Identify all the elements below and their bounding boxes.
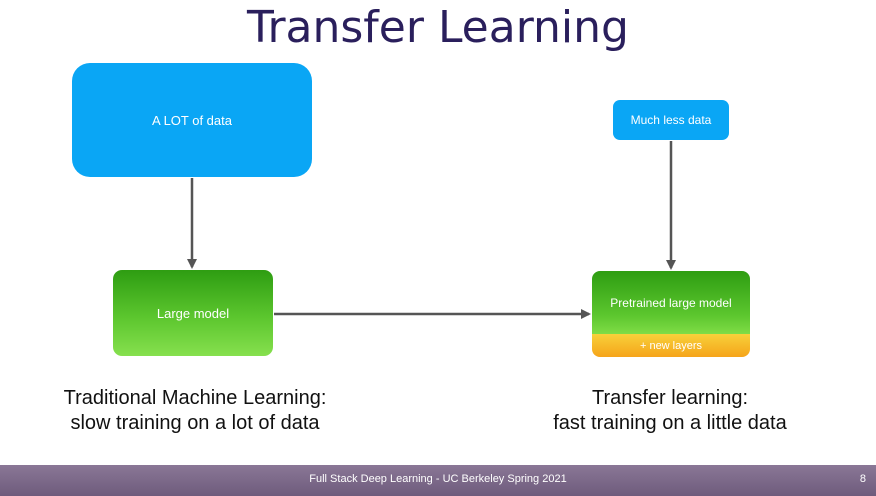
transfer-learning-caption-line1: Transfer learning: (592, 387, 748, 409)
traditional-ml-caption: Traditional Machine Learning: slow train… (20, 386, 370, 436)
lot-of-data-label: A LOT of data (152, 112, 232, 128)
large-model-box: Large model (113, 270, 273, 356)
large-model-label: Large model (156, 305, 230, 321)
page-number: 8 (859, 473, 866, 485)
slide-footer: Full Stack Deep Learning - UC Berkeley S… (0, 465, 876, 496)
pretrained-model-section: Pretrained large model (592, 271, 750, 334)
much-less-data-box: Much less data (613, 100, 729, 140)
new-layers-label: + new layers (639, 339, 703, 352)
lot-of-data-box: A LOT of data (72, 63, 312, 177)
slide-title: Transfer Learning (247, 2, 629, 53)
footer-text: Full Stack Deep Learning - UC Berkeley S… (309, 473, 567, 485)
traditional-ml-caption-line2: slow training on a lot of data (70, 412, 320, 434)
transfer-learning-caption-line2: fast training on a little data (553, 412, 787, 434)
transfer-learning-caption: Transfer learning: fast training on a li… (500, 386, 840, 436)
traditional-ml-caption-line1: Traditional Machine Learning: (63, 387, 327, 409)
pretrained-model-label: Pretrained large model (610, 295, 732, 310)
new-layers-section: + new layers (592, 334, 750, 357)
much-less-data-label: Much less data (630, 113, 712, 127)
pretrained-model-box: Pretrained large model + new layers (592, 271, 750, 357)
